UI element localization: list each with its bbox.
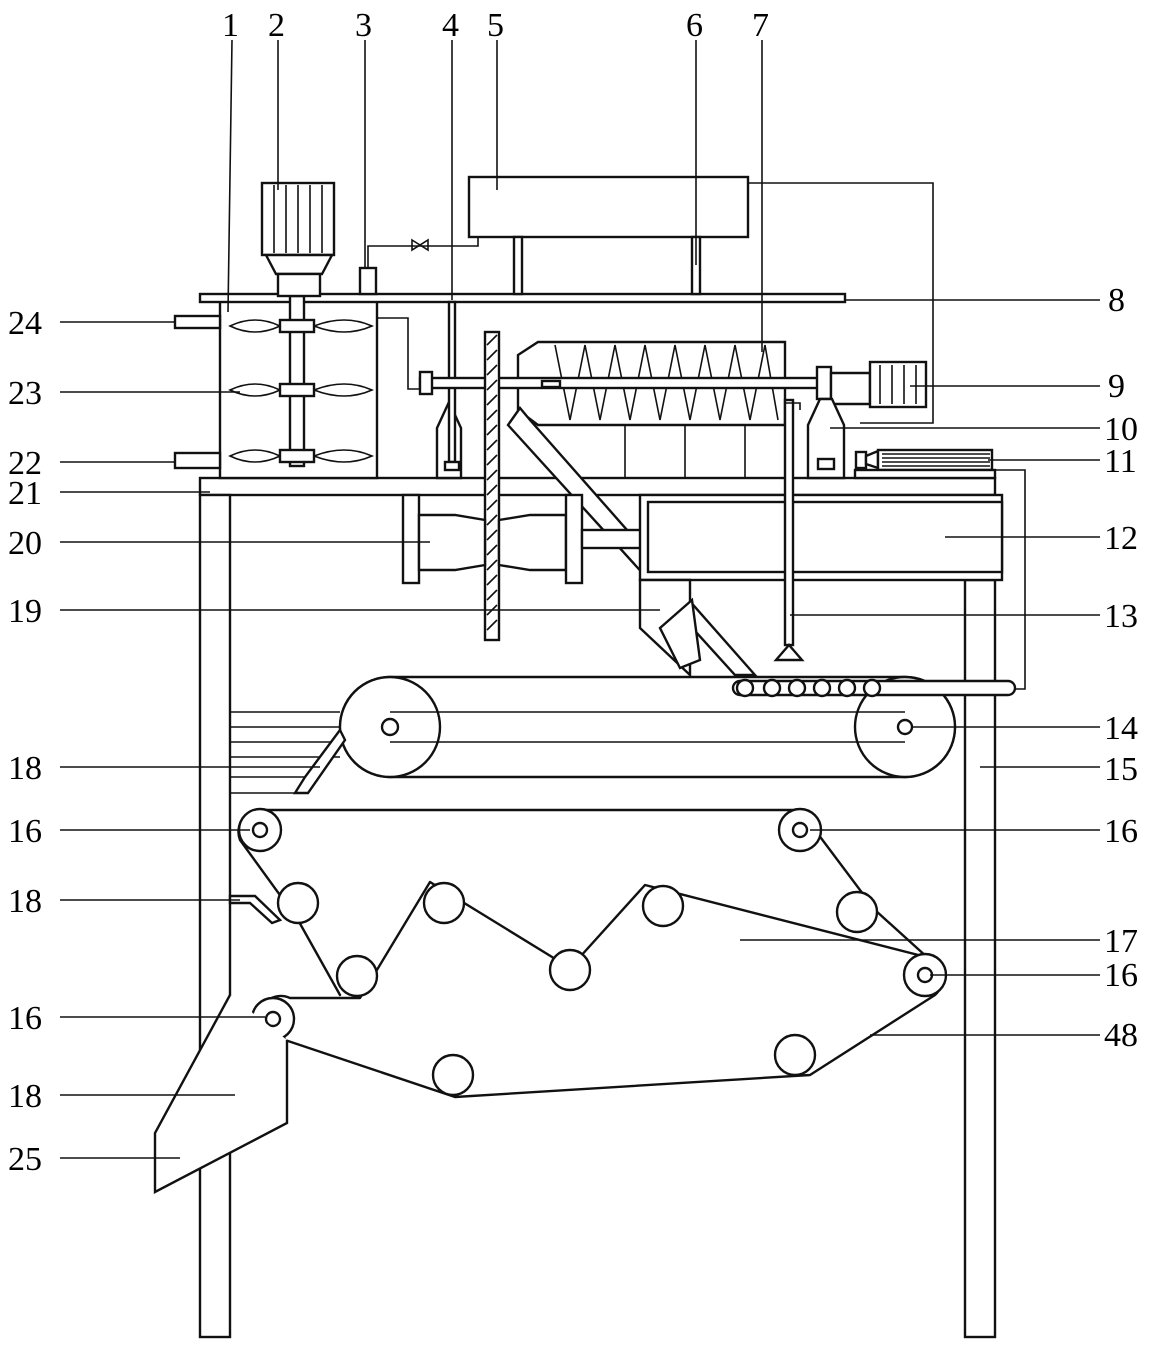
label-24: 24	[8, 305, 42, 342]
valve-symbol	[411, 238, 429, 252]
label-18-mid: 18	[8, 883, 42, 920]
label-16-left-bottom: 16	[8, 1000, 42, 1037]
reservoir-box	[467, 175, 750, 239]
label-8: 8	[1108, 282, 1125, 319]
label-10: 10	[1104, 411, 1138, 448]
nozzle-head	[773, 643, 805, 662]
label-18-bottom: 18	[8, 1078, 42, 1115]
label-16-right-top: 16	[1104, 813, 1138, 850]
label-1: 1	[222, 7, 239, 44]
mixing-tank	[173, 181, 847, 480]
support-post	[435, 300, 463, 480]
label-13: 13	[1104, 598, 1138, 635]
label-19: 19	[8, 593, 42, 630]
outlet-pipe	[173, 451, 222, 470]
label-3: 3	[355, 7, 372, 44]
label-2: 2	[268, 7, 285, 44]
label-22: 22	[8, 445, 42, 482]
label-4: 4	[442, 7, 459, 44]
label-48: 48	[1104, 1017, 1138, 1054]
motor-flange	[264, 253, 334, 276]
small-motor	[876, 448, 994, 472]
feeder-motor	[868, 360, 928, 409]
label-21: 21	[8, 475, 42, 512]
vertical-baffle	[483, 330, 501, 642]
label-15: 15	[1104, 751, 1138, 788]
label-25: 25	[8, 1141, 42, 1178]
discharge-hopper	[153, 994, 289, 1194]
nozzle-tube	[783, 398, 795, 647]
label-5: 5	[487, 7, 504, 44]
label-14: 14	[1104, 710, 1138, 747]
label-9: 9	[1108, 368, 1125, 405]
label-20: 20	[8, 525, 42, 562]
label-12: 12	[1104, 520, 1138, 557]
reservoir	[467, 175, 934, 424]
label-16-left-top: 16	[8, 813, 42, 850]
leader-lines	[60, 39, 1100, 1159]
label-23: 23	[8, 375, 42, 412]
upper-conveyor	[230, 675, 1017, 795]
inlet-pipe	[173, 314, 222, 330]
label-7: 7	[752, 7, 769, 44]
label-17: 17	[1104, 923, 1138, 960]
screw-feeder	[418, 340, 1026, 690]
label-11: 11	[1104, 443, 1137, 480]
lower-belt-system	[226, 807, 948, 1105]
label-18-top: 18	[8, 750, 42, 787]
paddles	[228, 318, 374, 464]
top-plate	[198, 476, 997, 497]
belt-path	[256, 808, 944, 1099]
part-labels: 1 2 3 4 5 6 7 8 9 10 11 12 13 14 15 16 1…	[8, 7, 1138, 1178]
label-6: 6	[686, 7, 703, 44]
channel	[638, 493, 1004, 678]
label-16-right-mid: 16	[1104, 957, 1138, 994]
left-leg	[198, 493, 232, 1339]
feeder-shaft	[418, 376, 832, 390]
valve-body	[358, 266, 378, 296]
